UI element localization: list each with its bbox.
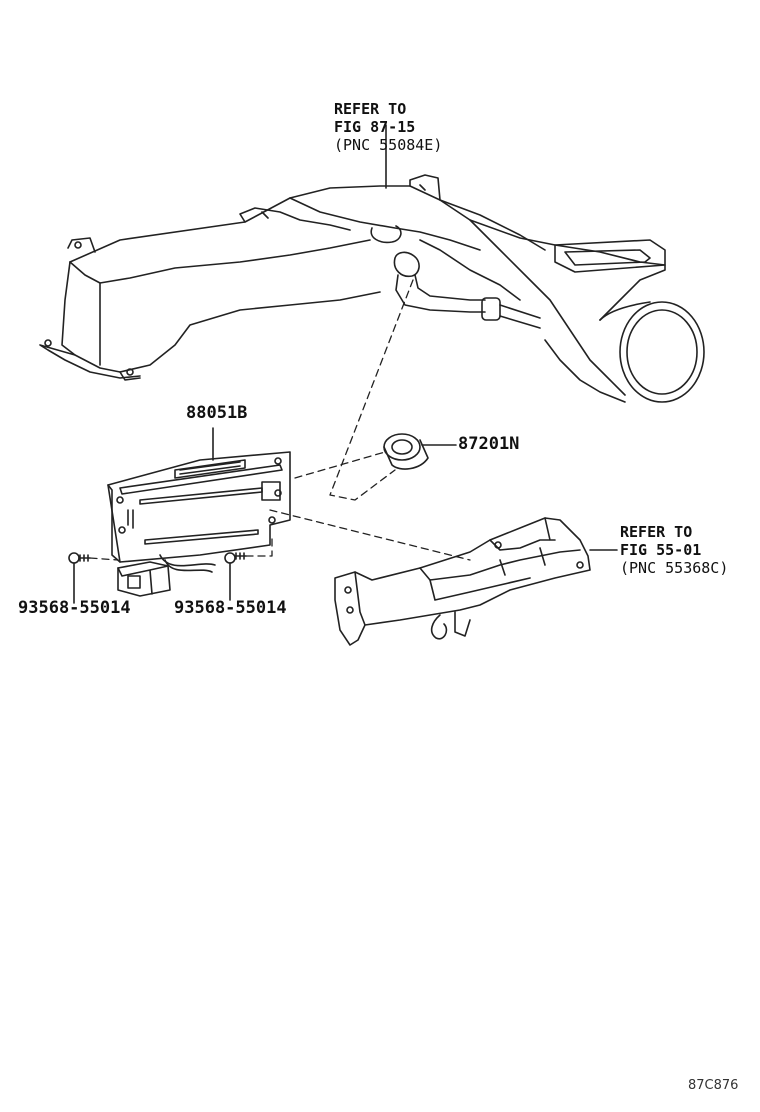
refer-note-line2: FIG 87-15 — [334, 118, 416, 136]
part-number-screw-right: 93568-55014 — [174, 598, 287, 618]
part-number-screw-left: 93568-55014 — [18, 598, 131, 618]
refer-note-pnc: (PNC 55084E) — [334, 136, 443, 154]
dashed-lines — [89, 279, 471, 561]
air-duct — [39, 174, 705, 403]
ac-control-unit — [107, 451, 291, 597]
leader-lines — [73, 124, 618, 604]
refer-note-line2: FIG 55-01 — [620, 541, 702, 559]
clamp-part — [383, 433, 429, 470]
part-number-clamp: 87201N — [458, 434, 520, 454]
refer-note-line1: REFER TO — [334, 100, 407, 118]
refer-note-duct: REFER TO FIG 87-15 (PNC 55084E) — [334, 100, 442, 154]
refer-note-bracket: REFER TO FIG 55-01 (PNC 55368C) — [620, 523, 728, 577]
part-number-unit: 88051B — [186, 403, 248, 423]
diagram-code: 87C876 — [688, 1078, 739, 1093]
refer-note-pnc: (PNC 55368C) — [620, 559, 729, 577]
mounting-bracket — [334, 517, 591, 646]
refer-note-line1: REFER TO — [620, 523, 693, 541]
